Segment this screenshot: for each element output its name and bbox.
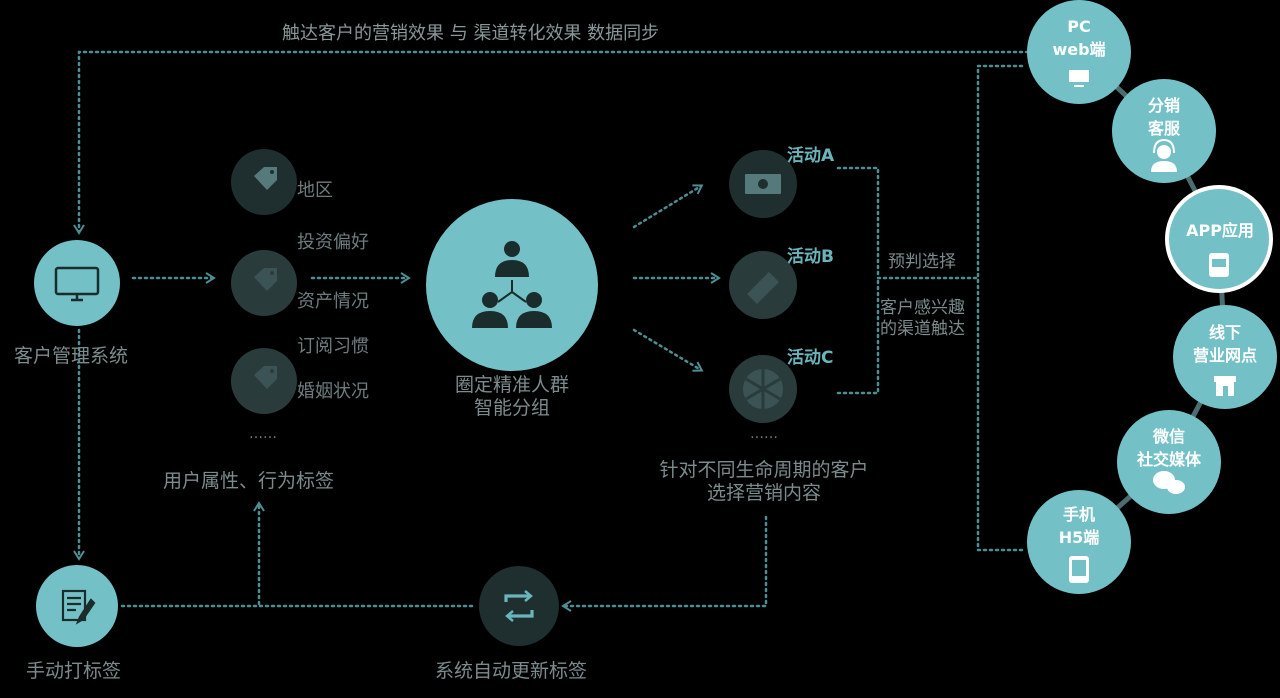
activity-c-label: 活动C [787,348,834,368]
predict-label: 预判选择 [888,252,956,272]
tag-label: 婚姻状况 [297,381,369,402]
phone-icon [1069,556,1089,583]
tag-dot-1 [231,149,297,215]
tag-icon [254,366,277,389]
segment-node[interactable] [426,199,598,371]
manual-tag-label: 手动打标签 [26,660,122,682]
interest-label-line2: 的渠道触达 [880,319,965,340]
edit-document-icon [61,589,96,625]
auto-tag-node[interactable] [479,566,559,646]
sync-feedback-line [73,50,1030,235]
disc-icon [743,369,783,409]
channel-pc-web-label: PC web端 [1052,15,1105,61]
activities-ellipsis: …… [750,426,778,442]
sync-title: 触达客户的营销效果 与 渠道转化效果 数据同步 [282,23,660,44]
channel-line2: H5端 [1058,528,1100,548]
activity-c-node[interactable] [729,355,797,423]
channel-app-label: APP应用 [1186,219,1254,242]
headset-icon [1151,138,1177,172]
money-icon [745,174,781,194]
app-icon [1209,253,1229,277]
activity-b-node[interactable] [729,251,797,319]
activities-caption-line2: 选择营销内容 [706,481,821,504]
segment-to-activity-c-line [632,328,704,372]
channel-line2: 社交媒体 [1136,450,1202,470]
crm-node[interactable] [34,240,120,326]
activity-b-label: 活动B [787,247,834,267]
tags-ellipsis: …… [249,426,277,442]
channel-wechat-social-label: 微信 社交媒体 [1137,425,1201,471]
channel-bracket [976,64,1024,552]
wechat-icon [1153,471,1185,494]
tag-icon [254,167,277,190]
channel-pc-web[interactable] [1027,0,1131,104]
manual-tag-node[interactable] [36,565,118,647]
channel-app[interactable] [1165,185,1273,293]
activity-a-label: 活动A [787,146,835,166]
crm-label: 客户管理系统 [14,345,129,367]
channel-mobile-h5[interactable] [1027,490,1131,594]
tag-label: 资产情况 [297,291,369,312]
segment-label: 圈定精准人群 智能分组 [432,374,592,420]
interest-label-line1: 客户感兴趣 [880,298,965,318]
interest-label: 客户感兴趣 的渠道触达 [880,298,965,341]
channel-line1: 线下 [1208,323,1242,342]
activities-caption-line1: 针对不同生命周期的客户 [659,459,869,481]
channel-line2: 客服 [1147,119,1181,139]
store-icon [1214,376,1236,396]
monitor-icon [54,266,100,302]
activity-a-bracket [836,166,880,280]
tags-caption: 用户属性、行为标签 [163,470,335,492]
channel-offline-branch-label: 线下 营业网点 [1193,321,1257,367]
monitor-icon [1069,70,1089,87]
tag-label: 地区 [297,180,333,201]
channel-line1: 分销 [1147,96,1181,115]
ticket-icon [747,272,779,304]
tag-label: 投资偏好 [297,232,369,253]
activity-c-bracket [836,276,880,395]
channel-line2: 营业网点 [1192,346,1258,366]
segment-label-line2: 智能分组 [473,396,550,419]
channel-line1: 手机 [1062,505,1095,524]
channel-line2: web端 [1052,40,1106,60]
activity-a-node[interactable] [729,150,797,218]
channel-offline-branch[interactable] [1173,305,1277,409]
channel-line1: 微信 [1152,427,1186,446]
auto-tag-label: 系统自动更新标签 [435,660,588,682]
channel-mobile-h5-label: 手机 H5端 [1059,503,1100,549]
channel-line1: APP应用 [1186,221,1254,240]
segment-label-line1: 圈定精准人群 [454,374,569,396]
tag-dot-2 [231,250,297,316]
channel-distribution-service-label: 分销 客服 [1148,94,1180,140]
channel-line1: PC [1067,17,1091,36]
activities-to-auto-line [561,515,768,612]
tag-icon [254,268,277,291]
tag-label: 订阅习惯 [297,336,369,357]
segment-to-activity-a-line [632,184,704,229]
refresh-icon [504,590,534,622]
channel-distribution-service[interactable] [1112,79,1216,183]
activities-caption: 针对不同生命周期的客户 选择营销内容 [634,459,894,505]
channel-wechat-social[interactable] [1117,410,1221,514]
tag-dot-3 [231,348,297,414]
group-icon [472,241,552,328]
